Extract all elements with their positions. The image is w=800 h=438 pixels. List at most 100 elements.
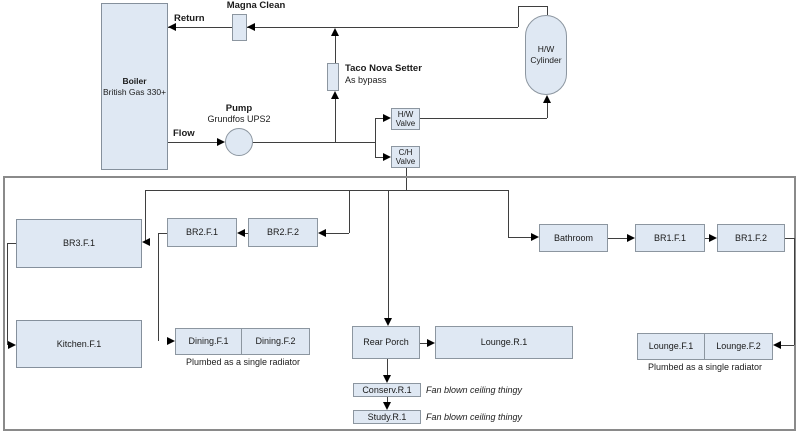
radiator-diningf2: Dining.F.2 [241, 328, 310, 355]
boiler-subtitle: British Gas 330+ [102, 86, 167, 97]
arrowhead-into-lounger1 [427, 339, 435, 347]
connector-line [387, 359, 388, 375]
arrowhead-into-bathroom [531, 233, 539, 241]
connector-line [335, 99, 336, 142]
radiator-label: BR1.F.1 [653, 232, 686, 243]
connector-line [349, 190, 350, 233]
flow-label: Flow [173, 128, 195, 139]
connector-line [794, 238, 795, 345]
arrowhead-into-rear-porch [384, 318, 392, 326]
hw-valve-line1: H/W [397, 110, 414, 119]
connector-line [245, 233, 248, 234]
connector-line [375, 118, 383, 119]
radiator-label: Bathroom [553, 232, 594, 243]
radiator-lounger1: Lounge.R.1 [435, 326, 573, 359]
radiator-label: Lounge.R.1 [480, 337, 528, 347]
magna-clean-label: Magna Clean [226, 0, 286, 11]
connector-line [518, 6, 519, 27]
connector-line [547, 103, 548, 118]
arrowhead-into-loungef2 [773, 341, 781, 349]
arrowhead-into-study [383, 402, 391, 410]
connector-line [387, 397, 388, 402]
connector-line [388, 190, 389, 318]
connector-line [158, 233, 167, 234]
connector-line [608, 238, 627, 239]
radiator-kitchenf1: Kitchen.F.1 [16, 320, 142, 368]
ch-valve-line2: Valve [395, 157, 416, 166]
arrowhead-into-hw-valve [383, 114, 391, 122]
radiator-label: Dining.F.2 [255, 336, 296, 346]
ch-valve-line1: C/H [398, 148, 413, 157]
radiator-loungef2: Lounge.F.2 [704, 333, 773, 360]
flow-line [168, 142, 217, 143]
arrowhead-into-taco [331, 91, 339, 99]
pump-circle [225, 128, 253, 156]
radiator-label: BR2.F.1 [185, 227, 218, 237]
connector-line [375, 118, 376, 157]
arrowhead-into-br3 [142, 238, 150, 246]
connector-line [158, 233, 159, 341]
cylinder-label-line1: H/W [537, 44, 555, 54]
arrowhead-into-br2f1 [237, 229, 245, 237]
pump-title: Pump [225, 103, 253, 114]
radiator-loungef1: Lounge.F.1 [637, 333, 705, 360]
boiler-box: Boiler British Gas 330+ [101, 3, 168, 170]
arrowhead-into-cylinder [543, 95, 551, 103]
arrowhead-into-conserv [383, 375, 391, 383]
taco-subtitle: As bypass [345, 75, 387, 85]
magna-clean-box [232, 14, 247, 41]
connector-line [508, 190, 509, 237]
connector-line [375, 157, 383, 158]
dining-note: Plumbed as a single radiator [185, 357, 301, 367]
connector-line [7, 243, 8, 345]
ch-valve-box: C/H Valve [391, 146, 420, 168]
pump-subtitle: Grundfos UPS2 [207, 114, 271, 124]
radiator-label: Dining.F.1 [188, 336, 229, 346]
return-label: Return [174, 13, 205, 24]
radiator-br1f2: BR1.F.2 [717, 224, 785, 252]
radiator-label: BR3.F.1 [62, 238, 95, 248]
connector-line [781, 345, 794, 346]
radiator-studyr1: Study.R.1 [353, 410, 421, 424]
flow-line [253, 142, 375, 143]
connector-line [420, 118, 547, 119]
arrowhead-into-br1f1 [627, 234, 635, 242]
radiator-label: Lounge.F.1 [648, 341, 694, 351]
radiator-label: Rear Porch [363, 337, 409, 347]
cylinder-label-line2: Cylinder [530, 55, 562, 65]
radiator-label: Kitchen.F.1 [56, 338, 102, 349]
return-line [168, 27, 518, 28]
distribution-line [145, 190, 508, 191]
arrowhead-into-magnaclean [247, 23, 255, 31]
connector-line [420, 343, 427, 344]
arrowhead-into-return-line [331, 28, 339, 36]
arrowhead-into-ch-valve [383, 153, 391, 161]
connector-line [326, 233, 349, 234]
hw-valve-box: H/W Valve [391, 108, 420, 130]
connector-line [406, 168, 407, 190]
taco-nova-setter-box [327, 63, 339, 91]
arrowhead-into-br2f2 [318, 229, 326, 237]
radiator-br3f1: BR3.F.1 [16, 219, 142, 268]
radiator-label: BR1.F.2 [734, 232, 767, 243]
connector-line [785, 238, 794, 239]
arrowhead-into-pump [217, 138, 225, 146]
arrowhead-into-br1f2 [709, 234, 717, 242]
connector-line [145, 190, 146, 242]
connector-line [547, 6, 548, 15]
conserv-note: Fan blown ceiling thingy [426, 385, 523, 395]
radiator-diningf1: Dining.F.1 [175, 328, 242, 355]
connector-line [518, 6, 548, 7]
radiator-conservr1: Conserv.R.1 [353, 383, 421, 397]
arrowhead-into-kitchen [8, 341, 16, 349]
connector-line [7, 243, 16, 244]
radiator-label: BR2.F.2 [266, 227, 299, 237]
hw-cylinder: H/W Cylinder [525, 15, 567, 95]
radiator-bathroom: Bathroom [539, 224, 608, 252]
hw-valve-line2: Valve [395, 119, 416, 128]
connector-line [705, 238, 709, 239]
arrowhead-into-boiler [168, 23, 176, 31]
taco-title: Taco Nova Setter [345, 63, 422, 74]
radiator-label: Lounge.F.2 [716, 341, 761, 351]
radiator-label: Study.R.1 [367, 411, 407, 422]
